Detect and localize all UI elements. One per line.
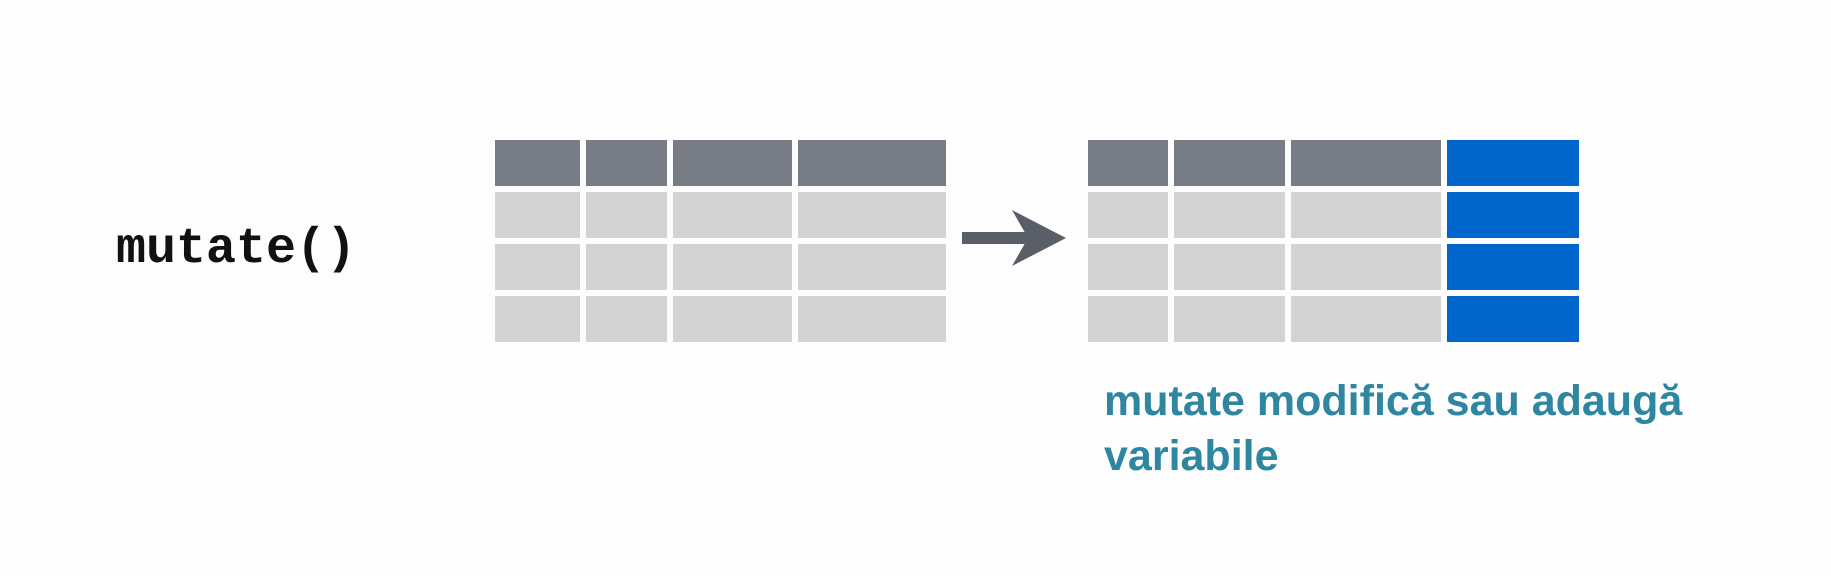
body-cell (1291, 296, 1441, 342)
body-cell (586, 244, 667, 290)
arrow-right-icon (962, 210, 1066, 266)
input-table (495, 140, 946, 342)
new-column-cell (1447, 192, 1579, 238)
body-cell (495, 296, 580, 342)
body-cell (1088, 244, 1168, 290)
header-cell (1088, 140, 1168, 186)
body-cell (1174, 296, 1285, 342)
function-label: mutate() (116, 221, 357, 278)
body-cell (1088, 192, 1168, 238)
caption-line-2: variabile (1104, 432, 1279, 480)
body-cell (673, 296, 792, 342)
body-cell (1174, 192, 1285, 238)
body-cell (798, 244, 946, 290)
body-cell (1088, 296, 1168, 342)
output-table (1088, 140, 1579, 342)
header-cell (586, 140, 667, 186)
body-cell (1174, 244, 1285, 290)
caption: mutate modifică sau adaugă variabile (1104, 374, 1744, 484)
body-cell (495, 192, 580, 238)
caption-line-1: mutate modifică sau adaugă (1104, 377, 1683, 425)
header-cell (798, 140, 946, 186)
new-column-cell (1447, 244, 1579, 290)
body-cell (586, 296, 667, 342)
new-column-cell (1447, 296, 1579, 342)
body-cell (495, 244, 580, 290)
body-cell (673, 192, 792, 238)
header-cell (1291, 140, 1441, 186)
header-cell (1174, 140, 1285, 186)
body-cell (798, 192, 946, 238)
body-cell (586, 192, 667, 238)
new-column-header-cell (1447, 140, 1579, 186)
body-cell (1291, 244, 1441, 290)
body-cell (1291, 192, 1441, 238)
header-cell (673, 140, 792, 186)
body-cell (673, 244, 792, 290)
header-cell (495, 140, 580, 186)
body-cell (798, 296, 946, 342)
